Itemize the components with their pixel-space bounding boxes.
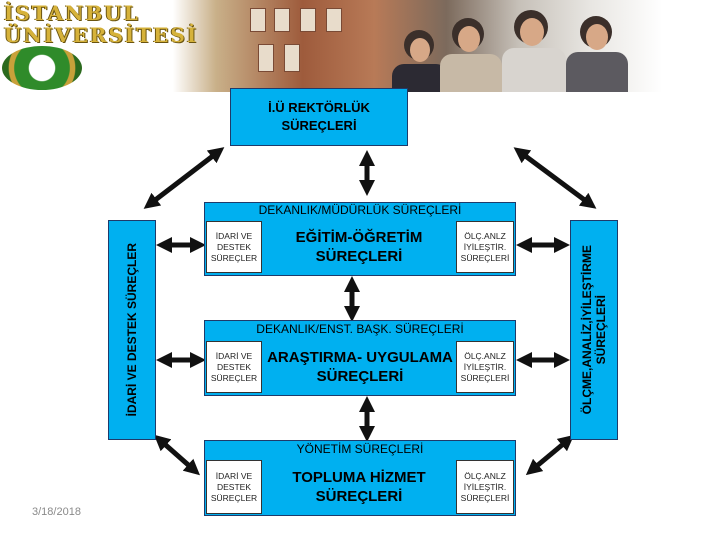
- row-2-idari-line-3: SÜREÇLER: [210, 372, 258, 383]
- row-1-main-line-2: SÜREÇLERİ: [315, 248, 403, 265]
- rektorluk-box: İ.Ü REKTÖRLÜK SÜREÇLERİ: [230, 88, 408, 146]
- right-vertical-line-1: ÖLÇME,ANALİZ,İYİLEŞTİRME: [580, 245, 594, 415]
- right-vertical-label: ÖLÇME,ANALİZ,İYİLEŞTİRME SÜREÇLERİ: [580, 245, 608, 414]
- row-2-main-label: ARAŞTIRMA- UYGULAMA SÜREÇLERİ: [262, 341, 458, 393]
- row-3-olcme-line-1: ÖLÇ.ANLZ: [464, 470, 506, 481]
- logo-line-2: ÜNİVERSİTESİ: [4, 23, 199, 47]
- row-3-main-label: TOPLUMA HİZMET SÜREÇLERİ: [264, 460, 454, 514]
- row-1-main-line-1: EĞİTİM-ÖĞRETİM: [295, 229, 423, 246]
- university-logo-text: İSTANBUL ÜNİVERSİTESİ: [4, 2, 214, 46]
- row-3-main-line-1: TOPLUMA HİZMET: [292, 469, 426, 486]
- left-vertical-label: İDARİ VE DESTEK SÜREÇLER: [125, 243, 139, 417]
- slide-date: 3/18/2018: [32, 506, 81, 518]
- university-seal-icon: [2, 46, 82, 90]
- idari-destek-vertical-box: İDARİ VE DESTEK SÜREÇLER: [108, 220, 156, 440]
- arrow-rektor-right: [513, 147, 597, 209]
- logo-line-1: İSTANBUL: [4, 1, 140, 25]
- row-1-olcme-line-3: SÜREÇLERİ: [460, 252, 510, 263]
- header-banner-photo: [0, 0, 720, 92]
- row-3-olcme-line-2: İYİLEŞTİR.: [463, 481, 507, 492]
- rektorluk-line-2: SÜREÇLERİ: [281, 118, 357, 133]
- row-1-olcme-line-2: İYİLEŞTİR.: [463, 241, 507, 252]
- row-2-idari-line-1: İDARİ VE: [215, 350, 253, 361]
- row-3-idari-line-1: İDARİ VE: [215, 470, 253, 481]
- row-2-idari-line-2: DESTEK: [216, 361, 251, 372]
- row-3-olcme-line-3: SÜREÇLERİ: [460, 492, 510, 503]
- row-2-section-label: DEKANLIK/ENST. BAŞK. SÜREÇLERİ: [256, 322, 464, 336]
- row-1-idari-line-3: SÜREÇLER: [210, 252, 258, 263]
- row-1-main-label: EĞİTİM-ÖĞRETİM SÜREÇLERİ: [264, 221, 454, 273]
- right-vertical-line-2: SÜREÇLERİ: [594, 295, 608, 365]
- row-3-main-line-2: SÜREÇLERİ: [315, 488, 403, 505]
- row-1-section-label: DEKANLIK/MÜDÜRLÜK SÜREÇLERİ: [258, 203, 462, 217]
- row-2-main-line-1: ARAŞTIRMA- UYGULAMA: [267, 349, 453, 366]
- rektorluk-line-1: İ.Ü REKTÖRLÜK: [268, 100, 370, 115]
- row-1-idari-line-1: İDARİ VE: [215, 230, 253, 241]
- row-1-olcme-line-1: ÖLÇ.ANLZ: [464, 230, 506, 241]
- row-2-olcme-line-2: İYİLEŞTİR.: [463, 361, 507, 372]
- row-2-olcme-line-3: SÜREÇLERİ: [460, 372, 510, 383]
- row-3-idari-line-3: SÜREÇLER: [210, 492, 258, 503]
- row-1-idari-line-2: DESTEK: [216, 241, 251, 252]
- arrow-bottom-right: [525, 434, 575, 476]
- arrow-rektor-left: [143, 147, 225, 209]
- row-2-main-line-2: SÜREÇLERİ: [316, 368, 404, 385]
- row-3-idari-line-2: DESTEK: [216, 481, 251, 492]
- row-2-olcme-line-1: ÖLÇ.ANLZ: [464, 350, 506, 361]
- row-3-section-label: YÖNETİM SÜREÇLERİ: [296, 442, 424, 456]
- arrow-bottom-left: [154, 434, 200, 476]
- olcme-vertical-box: ÖLÇME,ANALİZ,İYİLEŞTİRME SÜREÇLERİ: [570, 220, 618, 440]
